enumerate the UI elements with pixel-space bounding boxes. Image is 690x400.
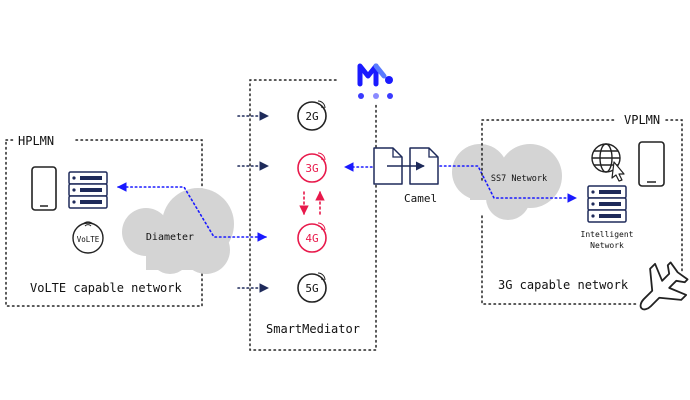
pointer-icon <box>611 161 625 182</box>
intelligent-network-label-2: Network <box>590 241 624 250</box>
vplmn-network: VPLMN Intelligen <box>481 113 683 305</box>
volte-badge-label: VoLTE <box>77 235 100 244</box>
server-icon <box>587 185 627 223</box>
node-3g: 3G <box>297 152 327 183</box>
node-5g: 5G <box>297 272 327 303</box>
diameter-cloud: Diameter <box>122 188 234 274</box>
brand-logo-icon <box>357 63 393 99</box>
node-2g: 2G <box>297 100 327 131</box>
node-4g-label: 4G <box>305 232 318 245</box>
smartmediator: 2G 3G 4G 5G <box>237 63 393 351</box>
smartphone-icon <box>31 166 57 211</box>
incoming-arrows <box>237 111 269 293</box>
vplmn-title: VPLMN <box>624 113 660 127</box>
signal-icon <box>317 152 326 161</box>
server-icon <box>68 171 108 209</box>
hplmn-network: HPLMN VoLTE VoLTE capable network <box>5 132 203 307</box>
intelligent-network-label-1: Intelligent <box>581 230 634 239</box>
smartmediator-caption: SmartMediator <box>266 322 360 336</box>
ss7-cloud: SS7 Network <box>452 144 562 220</box>
ss7-link <box>439 165 577 203</box>
smartphone-icon <box>638 141 665 187</box>
hplmn-title: HPLMN <box>18 134 54 148</box>
airplane-icon <box>639 261 689 311</box>
vplmn-caption: 3G capable network <box>498 278 629 292</box>
signal-icon <box>317 222 326 231</box>
hplmn-caption: VoLTE capable network <box>30 281 182 295</box>
node-4g: 4G <box>297 222 327 253</box>
volte-badge: VoLTE <box>72 221 104 254</box>
diameter-link <box>117 182 267 242</box>
ss7-label: SS7 Network <box>491 174 547 184</box>
node-2g-label: 2G <box>305 110 318 123</box>
signal-icon <box>317 100 326 109</box>
node-5g-label: 5G <box>305 282 318 295</box>
signal-icon <box>317 272 326 281</box>
camel-translation: Camel <box>373 147 439 205</box>
camel-label: Camel <box>404 192 437 205</box>
conversion-arrows <box>299 191 325 215</box>
diameter-label: Diameter <box>146 232 194 243</box>
node-3g-label: 3G <box>305 162 318 175</box>
